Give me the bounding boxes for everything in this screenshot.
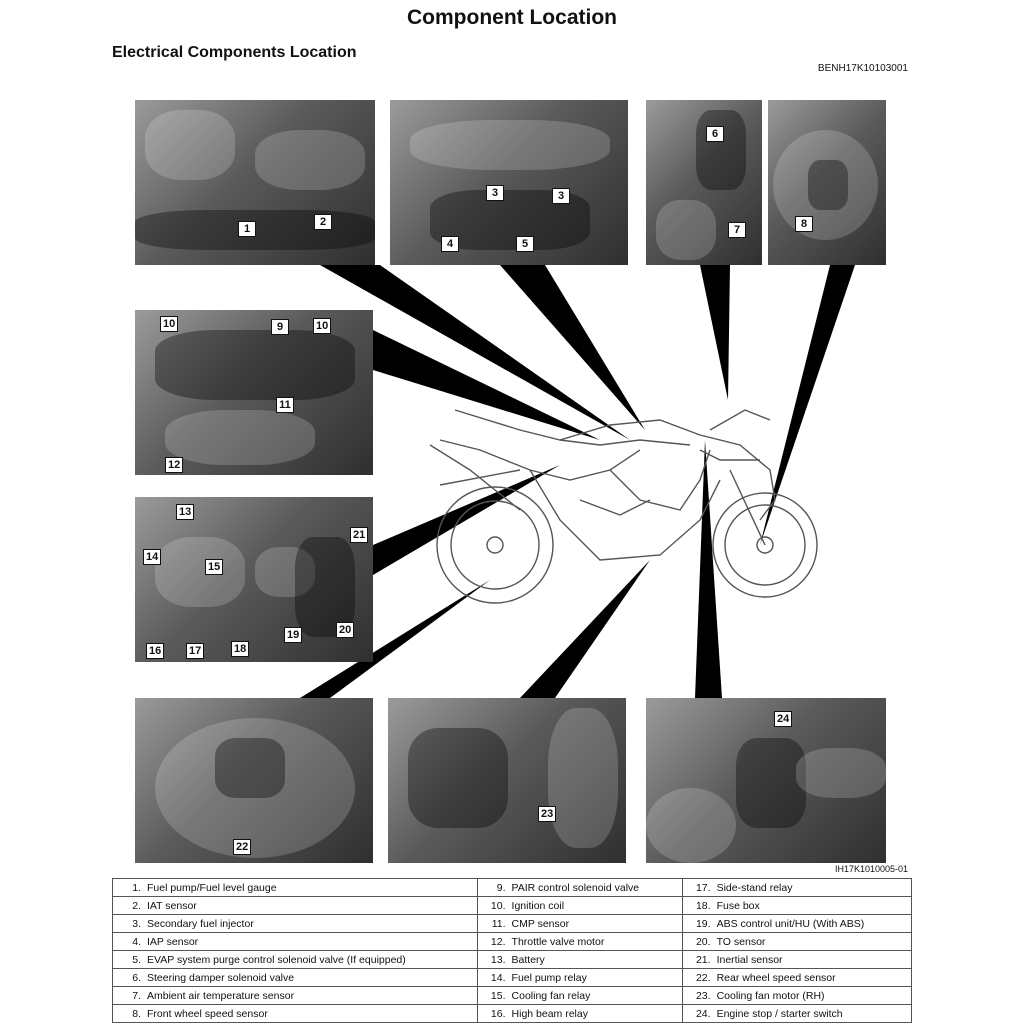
callout-3: 3 <box>486 185 504 201</box>
callout-5: 5 <box>516 236 534 252</box>
callout-1: 1 <box>238 221 256 237</box>
callout-3b: 3 <box>552 188 570 204</box>
callout-2: 2 <box>314 214 332 230</box>
callout-13: 13 <box>176 504 195 520</box>
photo-handlebar-switch <box>646 698 886 863</box>
table-row: 4.IAP sensor 12.Throttle valve motor 20.… <box>112 932 913 951</box>
legend-table: 1.Fuel pump/Fuel level gauge 9.PAIR cont… <box>112 878 913 1023</box>
legend-cell: 9.PAIR control solenoid valve <box>476 878 683 897</box>
callout-20: 20 <box>336 622 355 638</box>
photo-engine-top <box>135 310 373 475</box>
table-row: 7.Ambient air temperature sensor 15.Cool… <box>112 986 913 1005</box>
legend-cell: 11.CMP sensor <box>476 914 683 933</box>
table-row: 6.Steering damper solenoid valve 14.Fuel… <box>112 968 913 987</box>
callout-8: 8 <box>795 216 813 232</box>
legend-cell: 8.Front wheel speed sensor <box>112 1004 478 1023</box>
legend-cell: 10.Ignition coil <box>476 896 683 915</box>
legend-cell: 20.TO sensor <box>681 932 913 951</box>
legend-cell: 3.Secondary fuel injector <box>112 914 478 933</box>
callout-19: 19 <box>284 627 303 643</box>
table-row: 3.Secondary fuel injector 11.CMP sensor … <box>112 914 913 933</box>
callout-10: 10 <box>160 316 179 332</box>
photo-steering-head <box>646 100 762 265</box>
figure-code: IH17K1010005-01 <box>834 864 908 874</box>
legend-cell: 2.IAT sensor <box>112 896 478 915</box>
table-row: 1.Fuel pump/Fuel level gauge 9.PAIR cont… <box>112 878 913 897</box>
wedge-photo-3 <box>700 265 730 400</box>
legend-cell: 21.Inertial sensor <box>681 950 913 969</box>
wedge-photo-1 <box>320 265 630 440</box>
section-title: Electrical Components Location <box>112 44 357 61</box>
photo-cooling-fan <box>388 698 626 863</box>
legend-cell: 7.Ambient air temperature sensor <box>112 986 478 1005</box>
photo-front-brake <box>768 100 886 265</box>
callout-14: 14 <box>143 549 162 565</box>
callout-18: 18 <box>231 641 250 657</box>
callout-4: 4 <box>441 236 459 252</box>
callout-6: 6 <box>706 126 724 142</box>
photo-fuel-tank-area <box>135 100 375 265</box>
callout-9: 9 <box>271 319 289 335</box>
legend-cell: 15.Cooling fan relay <box>476 986 683 1005</box>
legend-cell: 18.Fuse box <box>681 896 913 915</box>
table-row: 8.Front wheel speed sensor 16.High beam … <box>112 1004 913 1023</box>
wedge-photo-6 <box>373 465 560 575</box>
table-row: 2.IAT sensor 10.Ignition coil 18.Fuse bo… <box>112 896 913 915</box>
callout-22: 22 <box>233 839 252 855</box>
table-row: 5.EVAP system purge control solenoid val… <box>112 950 913 969</box>
callout-7: 7 <box>728 222 746 238</box>
callout-16: 16 <box>146 643 165 659</box>
legend-cell: 19.ABS control unit/HU (With ABS) <box>681 914 913 933</box>
callout-21: 21 <box>350 527 369 543</box>
wedge-photo-7 <box>300 580 490 698</box>
legend-cell: 23.Cooling fan motor (RH) <box>681 986 913 1005</box>
legend-cell: 6.Steering damper solenoid valve <box>112 968 478 987</box>
wedge-photo-8 <box>520 560 650 698</box>
legend-cell: 1.Fuel pump/Fuel level gauge <box>112 878 478 897</box>
callout-11: 11 <box>276 397 294 413</box>
photo-under-seat <box>135 497 373 662</box>
callout-24: 24 <box>774 711 793 727</box>
legend-cell: 16.High beam relay <box>476 1004 683 1023</box>
wedge-photo-9 <box>695 440 722 698</box>
legend-cell: 5.EVAP system purge control solenoid val… <box>112 950 478 969</box>
legend-cell: 4.IAP sensor <box>112 932 478 951</box>
legend-cell: 14.Fuel pump relay <box>476 968 683 987</box>
legend-cell: 22.Rear wheel speed sensor <box>681 968 913 987</box>
photo-throttle-body <box>390 100 628 265</box>
wedge-photo-2 <box>500 265 645 430</box>
legend-cell: 17.Side-stand relay <box>681 878 913 897</box>
legend-cell: 12.Throttle valve motor <box>476 932 683 951</box>
legend-cell: 13.Battery <box>476 950 683 969</box>
photo-rear-brake <box>135 698 373 863</box>
wedge-photo-5 <box>373 330 600 440</box>
legend-cell: 24.Engine stop / starter switch <box>681 1004 913 1023</box>
callout-10b: 10 <box>313 318 332 334</box>
page-title: Component Location <box>407 6 617 29</box>
document-code: BENH17K10103001 <box>817 63 908 74</box>
callout-12: 12 <box>165 457 184 473</box>
callout-23: 23 <box>538 806 557 822</box>
wedge-photo-4 <box>760 265 855 545</box>
callout-15: 15 <box>205 559 224 575</box>
callout-17: 17 <box>186 643 205 659</box>
